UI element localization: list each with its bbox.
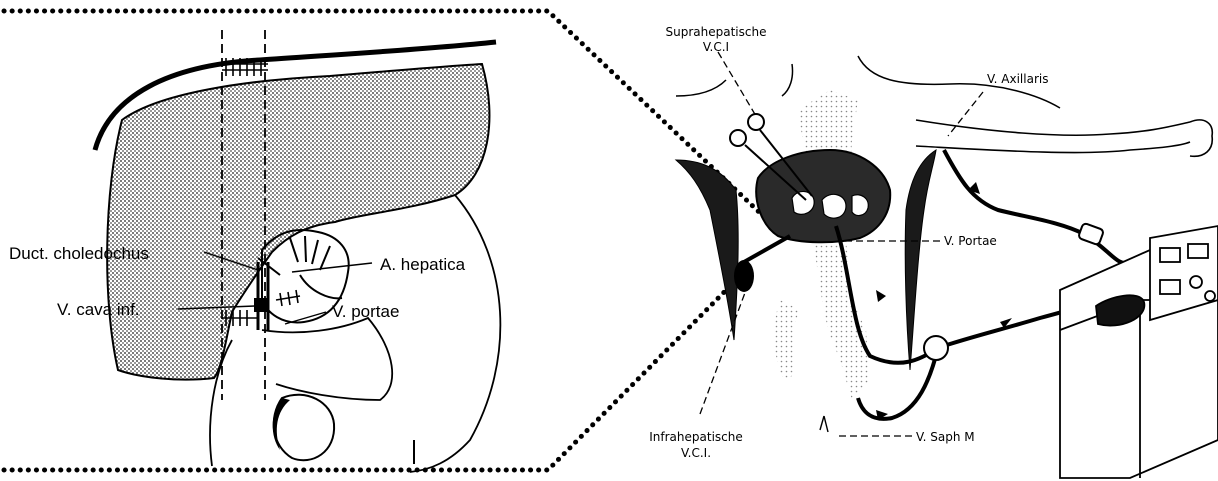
lower-clamp-icon bbox=[734, 236, 790, 292]
spine-vessels bbox=[798, 90, 870, 400]
right-panel: Suprahepatische V.C.I V. Axillaris V. Po… bbox=[649, 25, 1218, 478]
label-infrahepatische: Infrahepatische bbox=[649, 430, 743, 444]
label-infrahepatische-vci: V.C.I. bbox=[681, 446, 711, 460]
tubing-valve bbox=[1078, 223, 1104, 246]
left-panel: Duct. choledochus A. hepatica V. cava in… bbox=[9, 30, 500, 472]
bypass-pump-console bbox=[1060, 226, 1218, 478]
shoulder-outline-left bbox=[676, 64, 793, 96]
label-v-axillaris: V. Axillaris bbox=[987, 72, 1048, 86]
y-connector bbox=[924, 336, 948, 360]
hand-outline bbox=[1190, 120, 1212, 156]
arm-outline bbox=[916, 120, 1190, 153]
label-v-cava-inf: V. cava inf. bbox=[57, 300, 140, 319]
kidney-shadow bbox=[273, 398, 290, 450]
label-v-portae-right: V. Portae bbox=[944, 234, 997, 248]
label-suprahepatische: Suprahepatische bbox=[666, 25, 767, 39]
left-skin-flap bbox=[676, 160, 738, 340]
label-duct-choledochus: Duct. choledochus bbox=[9, 244, 149, 263]
flow-arrows bbox=[876, 182, 1012, 420]
label-suprahepatische-vci: V.C.I bbox=[703, 40, 729, 54]
operative-field bbox=[756, 150, 890, 242]
pelvic-vessels bbox=[774, 300, 800, 380]
right-flank-outline bbox=[410, 195, 500, 472]
operative-field-detail bbox=[792, 191, 868, 218]
label-v-saph-m: V. Saph M bbox=[916, 430, 975, 444]
label-a-hepatica: A. hepatica bbox=[380, 255, 466, 274]
label-v-portae-left: V. portae bbox=[332, 302, 399, 321]
duodenum-outline bbox=[262, 318, 392, 400]
small-lambda-mark bbox=[820, 416, 824, 430]
